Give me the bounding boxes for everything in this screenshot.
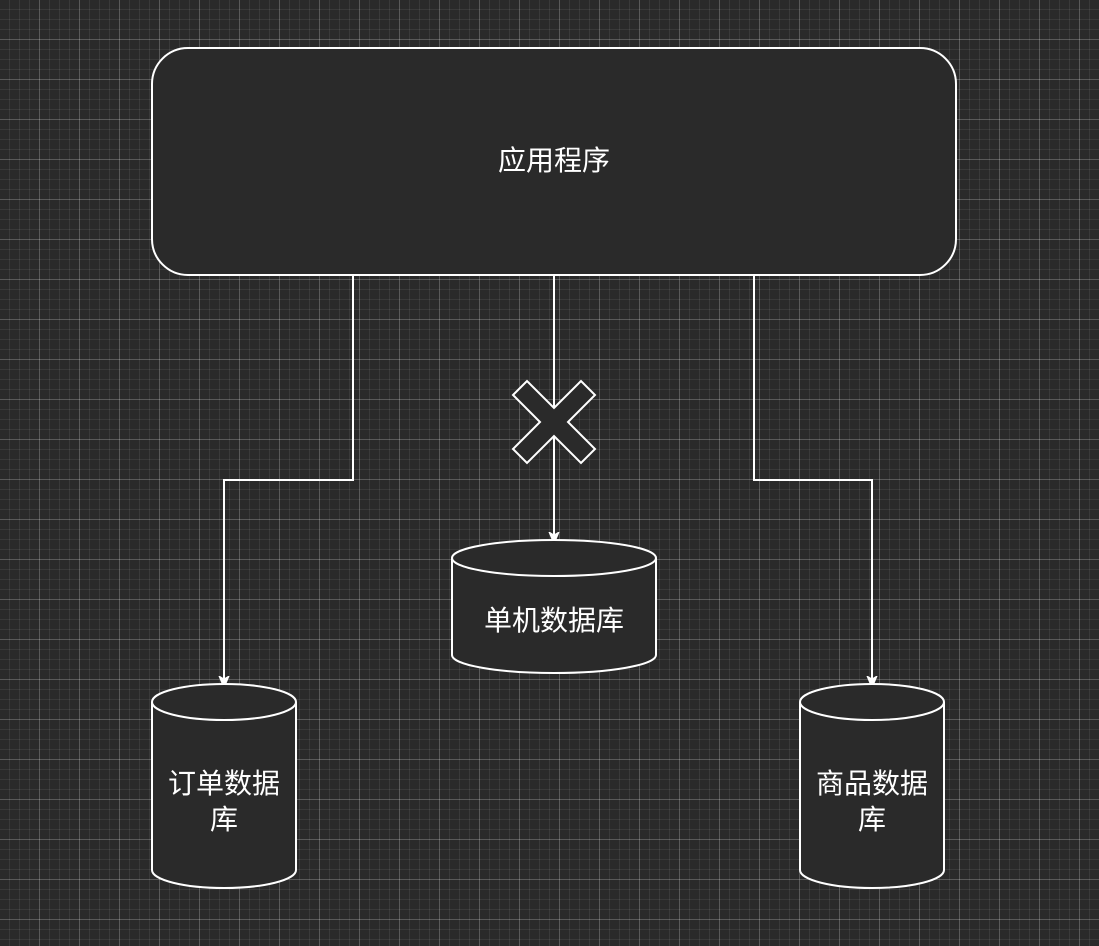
product-db-label-line1: 商品数据 xyxy=(816,767,928,800)
connector-app-to-order-db[interactable] xyxy=(224,276,354,682)
application-box[interactable] xyxy=(151,47,957,276)
single-db-top xyxy=(451,539,657,577)
product-db-top xyxy=(799,683,945,721)
order-db-label-line1: 订单数据 xyxy=(168,767,280,800)
product-db-body xyxy=(799,702,945,889)
connector-app-to-product-db[interactable] xyxy=(753,276,872,682)
order-db-label-line2: 库 xyxy=(210,803,238,836)
single-db-label: 单机数据库 xyxy=(484,604,624,637)
single-database-node[interactable]: 单机数据库 xyxy=(451,539,657,674)
product-database-node[interactable]: 商品数据 库 xyxy=(799,683,945,889)
single-db-body xyxy=(451,558,657,674)
application-label: 应用程序 xyxy=(498,144,610,177)
order-db-top xyxy=(151,683,297,721)
blocked-x-icon xyxy=(511,379,597,465)
product-db-label-line2: 库 xyxy=(858,803,886,836)
application-node[interactable]: 应用程序 xyxy=(151,47,957,276)
order-db-body xyxy=(151,702,297,889)
order-database-node[interactable]: 订单数据 库 xyxy=(151,683,297,889)
